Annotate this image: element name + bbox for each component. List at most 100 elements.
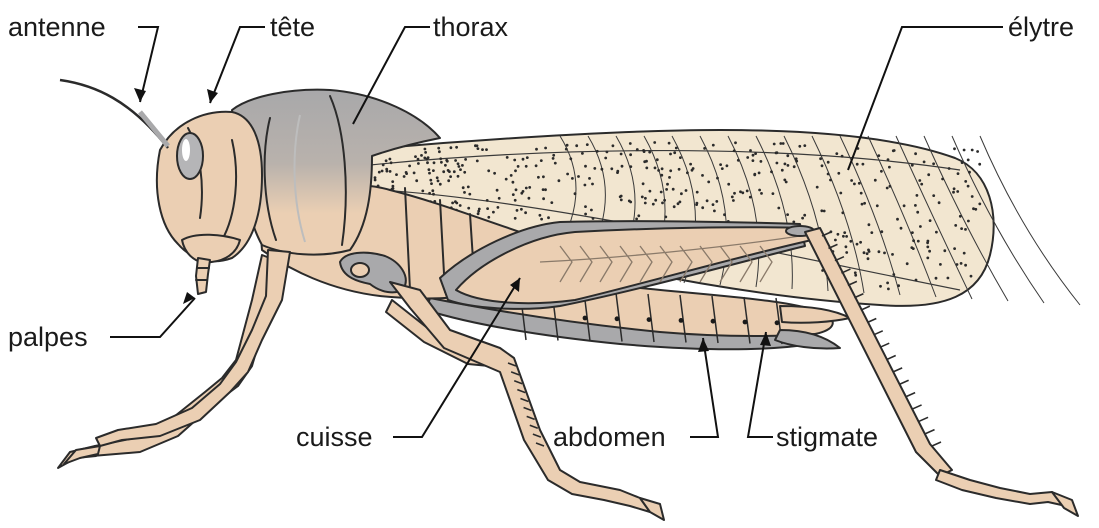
wing-dot xyxy=(566,173,569,176)
wing-dot xyxy=(649,190,652,193)
wing-dot xyxy=(960,227,963,230)
wing-dot xyxy=(436,176,439,179)
wing-dot xyxy=(558,179,561,182)
wing-dot xyxy=(887,158,890,161)
wing-dot xyxy=(663,199,666,202)
wing-dot xyxy=(845,251,848,254)
wing-dot xyxy=(880,170,883,173)
antenna-line xyxy=(60,80,168,148)
wing-dot xyxy=(938,201,941,204)
wing-dot xyxy=(668,176,671,179)
wing-dot xyxy=(878,250,881,253)
wing-dot xyxy=(888,166,891,169)
wing-dot xyxy=(964,180,967,183)
wing-dot xyxy=(665,188,668,191)
wing-dot xyxy=(413,172,416,175)
wing-dot xyxy=(433,161,436,164)
wing-dot xyxy=(386,170,389,173)
wing-dot xyxy=(415,179,418,182)
wing-dot xyxy=(689,163,692,166)
wing-dot xyxy=(447,179,450,182)
wing-dot xyxy=(971,195,974,198)
hind-spine xyxy=(874,331,883,335)
wing-dot xyxy=(654,167,657,170)
wing-dot xyxy=(892,273,895,276)
wing-dot xyxy=(819,157,822,160)
wing-dot xyxy=(891,253,894,256)
wing-dot xyxy=(758,189,761,192)
wing-dot xyxy=(911,231,914,234)
wing-dot xyxy=(444,164,447,167)
wing-dot xyxy=(428,168,431,171)
wing-dot xyxy=(438,150,441,153)
wing-dot xyxy=(487,169,490,172)
wing-dot xyxy=(673,151,676,154)
stigmate-dot xyxy=(679,318,684,323)
label-antenne: antenne xyxy=(8,12,106,42)
wing-dot xyxy=(827,161,830,164)
wing-dot xyxy=(867,257,870,260)
wing-dot xyxy=(459,204,462,207)
wing-dot xyxy=(414,155,417,158)
wing-dot xyxy=(874,179,877,182)
wing-dot xyxy=(967,220,970,223)
wing-dot xyxy=(506,156,509,159)
wing-dot xyxy=(537,176,540,179)
wing-dot xyxy=(964,264,967,267)
wing-dot xyxy=(868,223,871,226)
wing-dot xyxy=(528,197,531,200)
wing-dot xyxy=(917,240,920,243)
wing-dot xyxy=(635,218,638,221)
wing-dot xyxy=(727,183,730,186)
wing-dot xyxy=(457,162,460,165)
wing-dot xyxy=(926,241,929,244)
wing-dot xyxy=(785,181,788,184)
wing-dot xyxy=(803,144,806,147)
wing-dot xyxy=(525,187,528,190)
wing-dot xyxy=(957,172,960,175)
wing-dot xyxy=(644,202,647,205)
wing-dot xyxy=(528,186,531,189)
wing-dot xyxy=(953,187,956,190)
wing-dot xyxy=(588,177,591,180)
wing-dot xyxy=(879,285,882,288)
wing-dot xyxy=(451,202,454,205)
wing-dot xyxy=(842,235,845,238)
wing-dot xyxy=(514,199,517,202)
wing-dot xyxy=(476,144,479,147)
wing-dot xyxy=(784,163,787,166)
wing-dot xyxy=(621,165,624,168)
wing-dot xyxy=(620,195,623,198)
wing-dot xyxy=(926,246,929,249)
wing-dot xyxy=(389,158,392,161)
wing-dot xyxy=(467,207,470,210)
wing-dot xyxy=(584,213,587,216)
wing-dot xyxy=(464,158,467,161)
wing-dot xyxy=(391,180,394,183)
wing-dot xyxy=(680,192,683,195)
wing-dot xyxy=(505,178,508,181)
wing-dot xyxy=(856,243,859,246)
wing-dot xyxy=(656,158,659,161)
wing-dot xyxy=(430,182,433,185)
wing-dot xyxy=(731,196,734,199)
wing-dot xyxy=(856,163,859,166)
wing-dot xyxy=(571,177,574,180)
wing-dot xyxy=(860,192,863,195)
wing-dot xyxy=(971,149,974,152)
hind-spine xyxy=(867,318,876,322)
wing-dot xyxy=(612,144,615,147)
wing-dot xyxy=(739,190,742,193)
wing-dot xyxy=(450,146,453,149)
wing-dot xyxy=(733,192,736,195)
wing-dot xyxy=(845,245,848,248)
palp xyxy=(196,258,210,294)
wing-dot xyxy=(712,203,715,206)
wing-dot xyxy=(776,151,779,154)
spiracle xyxy=(351,263,369,277)
wing-dot xyxy=(440,161,443,164)
wing-dot xyxy=(787,164,790,167)
leader-tete xyxy=(210,27,265,103)
wing-dot xyxy=(959,215,962,218)
wing-dot xyxy=(512,181,515,184)
